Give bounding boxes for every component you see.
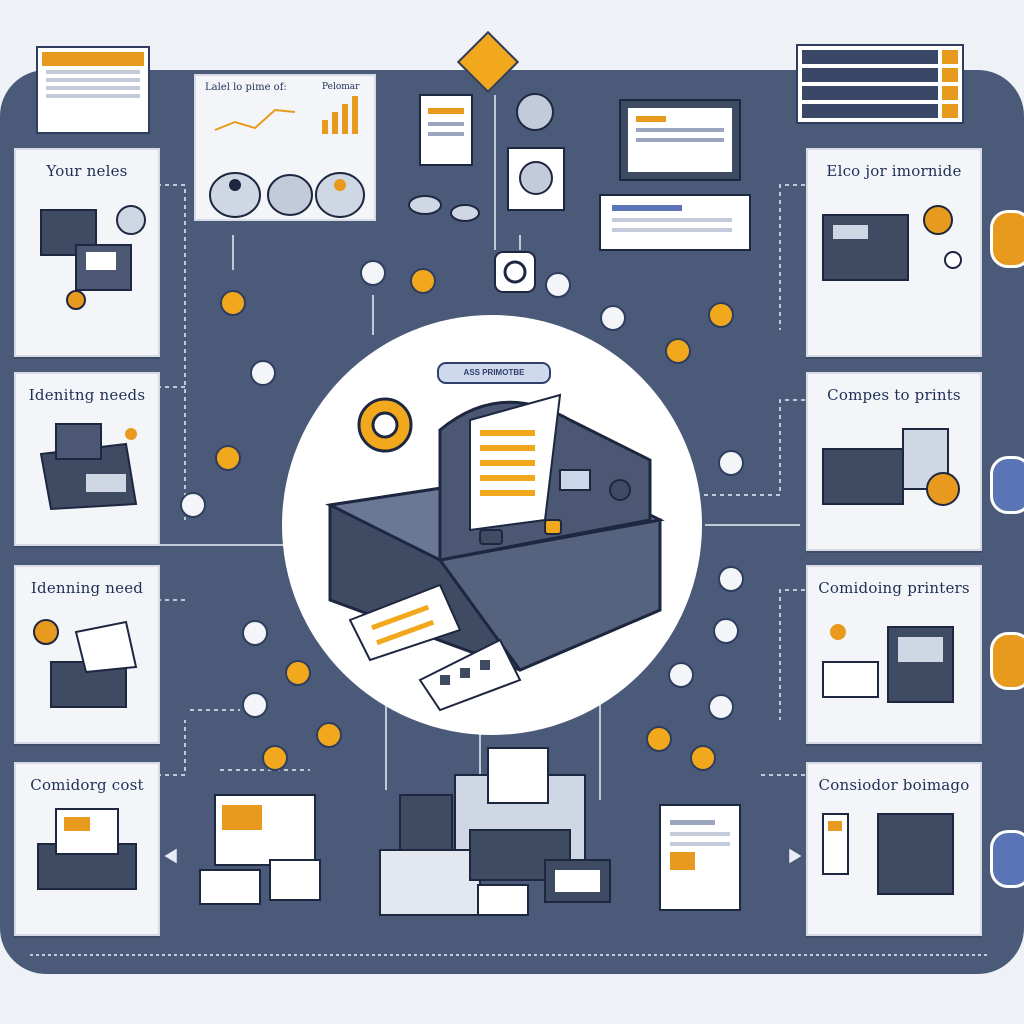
check-icon: [718, 450, 744, 476]
checklist-panel: [796, 44, 964, 124]
star-icon: [316, 722, 342, 748]
card-left-2: Idenitng needs: [14, 372, 160, 546]
card-left-1: Your neles: [14, 148, 160, 357]
card-right-4-title: Consiodor boimago: [818, 776, 970, 794]
side-chip-1: [990, 210, 1024, 268]
money-icon: [262, 745, 288, 771]
center-gear: [357, 397, 413, 453]
computer-illustration: [599, 99, 751, 251]
camera-icon: [718, 566, 744, 592]
card-right-1-title: Elco jor imornide: [826, 162, 962, 180]
clock-icon: [646, 726, 672, 752]
card-left-3: Idenning need: [14, 565, 160, 744]
lightbulb-icon: [665, 338, 691, 364]
center-label: ASS PRIMOTBE: [437, 362, 551, 384]
key-icon: [708, 694, 734, 720]
gear-small-icon: [220, 290, 246, 316]
cloud-icon: [242, 620, 268, 646]
card-right-3-title: Comidoing printers: [818, 579, 970, 597]
card-right-3-illustration: [822, 624, 954, 703]
badge-icon: [410, 268, 436, 294]
document-icon: [250, 360, 276, 386]
central-printer: [325, 393, 665, 712]
top-chart-subtitle: Pelomar: [322, 82, 360, 92]
card-icon: [668, 662, 694, 688]
card-left-3-illustration: [33, 619, 138, 708]
bottom-printer-cluster: [379, 747, 611, 916]
card-right-2-illustration: [822, 428, 960, 506]
card-left-4: Comidorg cost: [14, 762, 160, 936]
battery-icon: [713, 618, 739, 644]
link-icon: [360, 260, 386, 286]
coin-icon: [215, 445, 241, 471]
card-right-3: Comidoing printers: [806, 565, 982, 744]
card-left-1-title: Your neles: [46, 162, 128, 180]
bottom-right-document: [659, 804, 741, 911]
coin-2-icon: [285, 660, 311, 686]
card-right-1-illustration: [822, 205, 962, 281]
top-chart-title: Lalel lo pime of:: [205, 82, 287, 93]
card-right-1: Elco jor imornide: [806, 148, 982, 357]
phone-icon: [242, 692, 268, 718]
card-left-1-illustration: [40, 205, 146, 310]
side-chip-4: [990, 830, 1024, 888]
card-left-2-title: Idenitng needs: [28, 386, 146, 404]
drop-icon: [600, 305, 626, 331]
card-left-3-title: Idenning need: [30, 579, 144, 597]
card-left-2-illustration: [39, 423, 138, 511]
bottom-left-documents: [199, 794, 321, 905]
side-chip-2: [990, 456, 1024, 514]
card-right-4: Consiodor boimago: [806, 762, 982, 936]
card-right-2-title: Compes to prints: [827, 386, 961, 404]
lock-icon: [690, 745, 716, 771]
card-left-4-illustration: [37, 808, 137, 890]
shield-icon: [708, 302, 734, 328]
card-right-4-illustration: [822, 813, 954, 895]
settings-icon: [180, 492, 206, 518]
user-icon: [545, 272, 571, 298]
top-chart-card: [194, 74, 376, 221]
card-right-2: Compes to prints: [806, 372, 982, 551]
header-badge: [36, 46, 150, 134]
side-chip-3: [990, 632, 1024, 690]
top-middle-illustrations: [408, 93, 565, 293]
card-left-4-title: Comidorg cost: [30, 776, 144, 794]
